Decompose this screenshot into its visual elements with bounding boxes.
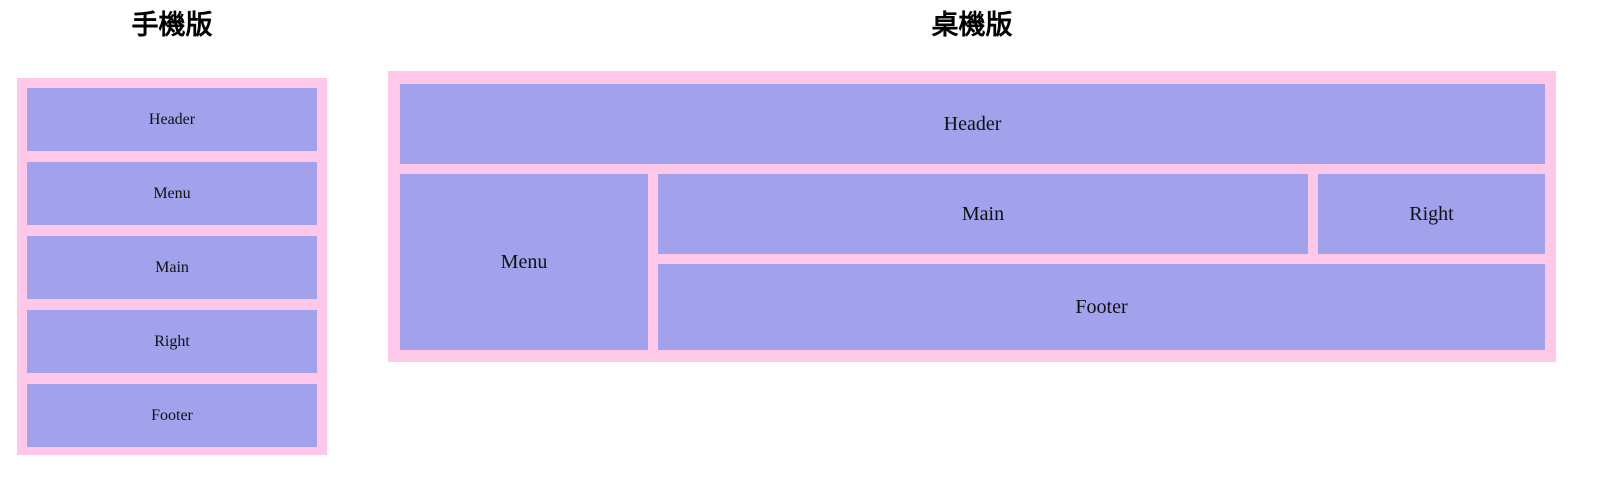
- mobile-layout-title: 手機版: [131, 10, 213, 40]
- desktop-block-footer-label: Footer: [1075, 295, 1128, 318]
- desktop-block-menu-label: Menu: [500, 250, 548, 273]
- mobile-block-right-label: Right: [154, 332, 190, 350]
- desktop-block-footer: Footer: [658, 264, 1545, 350]
- mobile-block-main-label: Main: [155, 258, 189, 276]
- mobile-block-menu: Menu: [27, 162, 317, 225]
- desktop-layout-title: 桌機版: [931, 10, 1013, 40]
- mobile-layout-container: Header Menu Main Right Footer: [17, 78, 327, 455]
- desktop-block-right: Right: [1318, 174, 1545, 254]
- mobile-block-right: Right: [27, 310, 317, 373]
- desktop-layout-container: Header Menu Main Right Footer: [388, 71, 1556, 362]
- desktop-block-header-label: Header: [943, 112, 1002, 135]
- mobile-block-menu-label: Menu: [153, 184, 191, 202]
- mobile-block-header-label: Header: [148, 110, 196, 128]
- mobile-block-footer-label: Footer: [151, 406, 193, 424]
- desktop-block-main-label: Main: [961, 202, 1005, 225]
- mobile-block-footer: Footer: [27, 384, 317, 447]
- desktop-block-main: Main: [658, 174, 1308, 254]
- mobile-block-header: Header: [27, 88, 317, 151]
- mobile-block-main: Main: [27, 236, 317, 299]
- desktop-block-menu: Menu: [400, 174, 648, 350]
- desktop-block-header: Header: [400, 84, 1545, 164]
- desktop-block-right-label: Right: [1409, 202, 1454, 225]
